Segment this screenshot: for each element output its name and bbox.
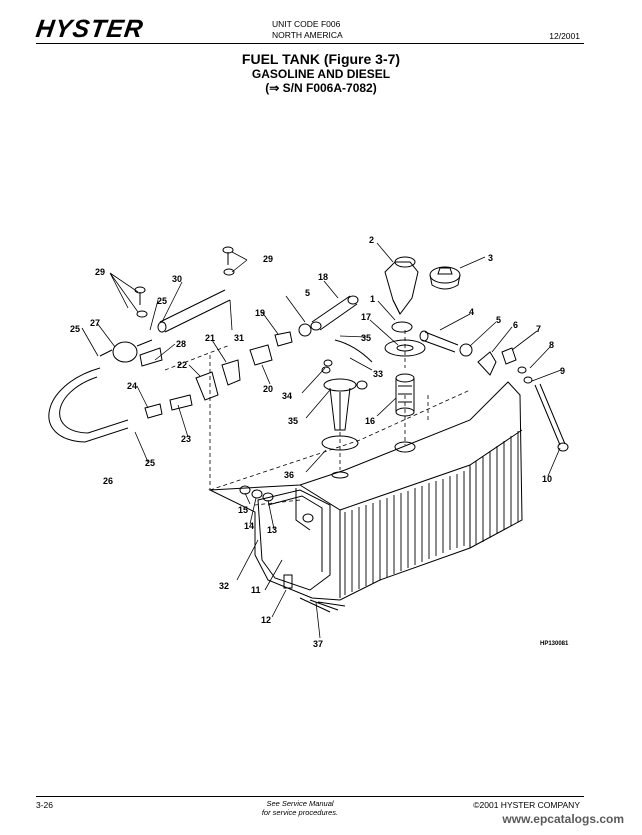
callout-29b: 29 (95, 267, 105, 277)
fitting-20 (249, 344, 273, 366)
fuel-hose-18 (310, 295, 359, 331)
filler-flange (384, 339, 426, 357)
callout-24: 24 (127, 381, 137, 391)
clamp-5a (298, 323, 312, 337)
callout-7: 7 (536, 324, 541, 334)
fitting-24 (144, 403, 163, 419)
callout-26: 26 (103, 476, 113, 486)
service-note-line1: See Service Manual (266, 799, 334, 808)
callout-31: 31 (234, 333, 244, 343)
callout-33: 33 (373, 369, 383, 379)
callout-35a: 35 (361, 333, 371, 343)
callout-14: 14 (244, 521, 254, 531)
callout-3: 3 (488, 253, 493, 263)
callout-9: 9 (560, 366, 565, 376)
callout-13: 13 (267, 525, 277, 535)
fuel-filter (99, 339, 163, 367)
callout-25b: 25 (70, 324, 80, 334)
callout-15: 15 (238, 505, 248, 515)
header-rule (36, 43, 584, 44)
service-note-line2: for service procedures. (261, 808, 339, 817)
tank-strap (534, 383, 566, 446)
unit-code: UNIT CODE F006 (272, 19, 341, 29)
callout-1: 1 (370, 294, 375, 304)
callout-23: 23 (181, 434, 191, 444)
fuel-cap (429, 266, 461, 290)
callout-8: 8 (549, 340, 554, 350)
callout-17: 17 (361, 312, 371, 322)
fuel-tank-body (208, 381, 523, 613)
fuel-sender (321, 378, 368, 479)
fuel-pipe-30 (157, 289, 231, 333)
fitting-19 (274, 331, 293, 347)
page-number: 3-26 (36, 800, 54, 810)
callout-labels: 2 3 1 4 5 6 7 8 9 10 11 12 13 14 15 16 1… (70, 235, 565, 649)
illustration-code: HP130081 (540, 641, 569, 647)
callout-18: 18 (318, 272, 328, 282)
callout-32: 32 (219, 581, 229, 591)
fitting-7 (501, 347, 517, 365)
callout-37: 37 (313, 639, 323, 649)
copyright: ©2001 HYSTER COMPANY (473, 800, 580, 810)
callout-20: 20 (263, 384, 273, 394)
callout-2: 2 (369, 235, 374, 245)
leader-lines (81, 242, 562, 639)
sender-wire (334, 339, 373, 363)
reference-lines (164, 330, 471, 506)
callout-34: 34 (282, 391, 292, 401)
title-main: FUEL TANK (Figure 3-7) (241, 51, 401, 67)
elbow-fitting-6 (477, 351, 497, 376)
callout-21: 21 (205, 333, 215, 343)
callout-19: 19 (255, 308, 265, 318)
clamp-5b (459, 343, 473, 357)
callout-25c: 25 (145, 458, 155, 468)
watermark-link[interactable]: www.epcatalogs.com (502, 812, 624, 826)
elbow-21 (221, 359, 241, 386)
callout-30: 30 (172, 274, 182, 284)
callout-36: 36 (284, 470, 294, 480)
fitting-23 (169, 394, 193, 411)
callout-28: 28 (176, 339, 186, 349)
callout-29a: 29 (263, 254, 273, 264)
fuel-hose-26 (48, 367, 129, 443)
callout-5b: 5 (496, 315, 501, 325)
fuel-strainer (394, 373, 416, 453)
callout-25a: 25 (157, 296, 167, 306)
callout-12: 12 (261, 615, 271, 625)
callout-5a: 5 (305, 288, 310, 298)
callout-11: 11 (251, 585, 261, 595)
callout-6: 6 (513, 320, 518, 330)
filler-neck (384, 256, 419, 333)
fuel-hose-4 (419, 330, 459, 353)
title-serial: (⇒ S/N F006A-7082) (265, 81, 377, 95)
drain-plug (283, 574, 293, 589)
publication-date: 12/2001 (549, 31, 580, 41)
tee-22 (195, 371, 219, 401)
callout-10: 10 (542, 474, 552, 484)
callout-4: 4 (469, 307, 474, 317)
footer-rule (36, 796, 584, 797)
service-note: See Service Manual for service procedure… (0, 799, 600, 817)
callout-27: 27 (90, 318, 100, 328)
title-sub: GASOLINE AND DIESEL (251, 67, 391, 81)
callout-16: 16 (365, 416, 375, 426)
callout-22: 22 (177, 360, 187, 370)
figure-title: FUEL TANK (Figure 3-7) GASOLINE AND DIES… (0, 51, 642, 95)
region: NORTH AMERICA (272, 30, 343, 40)
unit-code-block: UNIT CODE F006 NORTH AMERICA (272, 19, 343, 41)
callout-35b: 35 (288, 416, 298, 426)
